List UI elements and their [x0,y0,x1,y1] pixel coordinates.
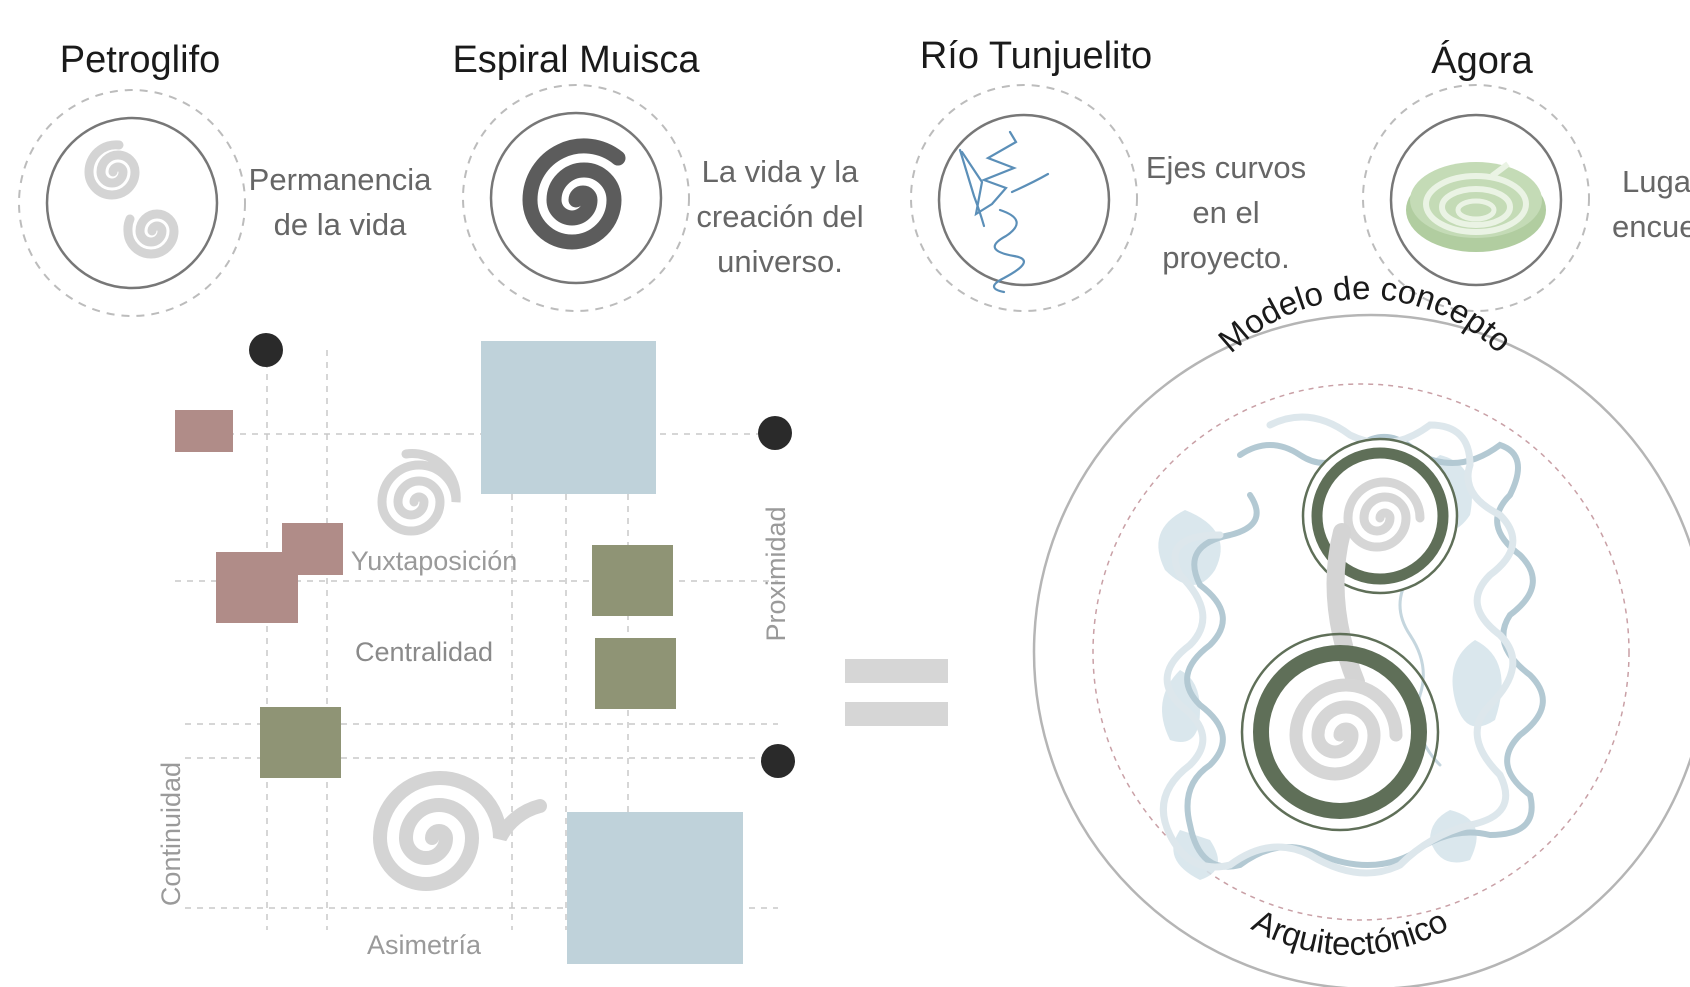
grey-spiral-icon [372,771,547,891]
icon-ring [937,113,1111,287]
label-proximidad: Proximidad [761,506,791,641]
composition-grid: Yuxtaposición Centralidad Asimetría Prox… [156,333,795,964]
dashed-ring [18,89,246,317]
grey-spiral-icon [377,449,461,536]
concept-desc-line: La vida y la [702,154,860,189]
concept-title: Río Tunjuelito [920,35,1152,77]
olive-block [595,638,676,709]
concept-agora: Ágora Lugar encue [1362,39,1690,312]
concept-desc-line: Lugar [1622,164,1690,199]
concept-petroglifo: Petroglifo Permanencia de la vida [18,39,432,317]
model-inner-dashed-ring [1092,383,1630,921]
dashed-ring [462,84,690,312]
rose-block [175,410,233,452]
label-centralidad: Centralidad [355,637,493,667]
concept-desc-line: en el [1192,195,1259,230]
agora-icon [1406,161,1546,252]
spiral-icon [522,138,626,250]
blue-block [481,341,656,494]
concept-desc-line: de la vida [274,207,407,242]
dashed-ring [910,84,1138,312]
concept-rio-tunjuelito: Río Tunjuelito Ejes curvos en el proyect… [910,35,1306,312]
upper-spiral-icon [1301,437,1459,595]
river-icon [958,130,1050,294]
concept-desc-line: universo. [717,244,843,279]
concept-title: Petroglifo [60,39,221,81]
model-title-bottom: Arquitectónico [1247,902,1453,962]
olive-block [592,545,673,616]
concept-title: Espiral Muisca [452,39,700,81]
double-spiral-icon [84,140,179,259]
concept-model: Modelo de concepto Arquitectónico [1032,269,1690,987]
connector-stroke [1326,523,1365,691]
label-asimetria: Asimetría [367,930,482,960]
grid-node-dot [761,744,795,778]
dashed-ring [1362,84,1590,312]
concept-desc-line: Permanencia [249,162,432,197]
concept-desc-line: Ejes curvos [1146,150,1306,185]
blue-block [567,812,743,964]
concept-espiral-muisca: Espiral Muisca La vida y la creación del… [452,39,864,312]
lower-spiral-icon [1240,632,1440,832]
olive-block [260,707,341,778]
concept-title: Ágora [1431,39,1533,82]
icon-ring [45,116,219,290]
concept-desc-line: creación del [696,199,863,234]
grid-node-dot [249,333,283,367]
equals-sign [845,659,948,726]
rose-block [216,552,298,623]
concept-desc-line: encue [1612,209,1690,244]
model-outer-ring [1032,313,1690,987]
concept-desc-line: proyecto. [1162,240,1290,275]
label-continuidad: Continuidad [156,762,186,906]
label-yuxtaposicion: Yuxtaposición [351,546,518,576]
grid-node-dot [758,416,792,450]
